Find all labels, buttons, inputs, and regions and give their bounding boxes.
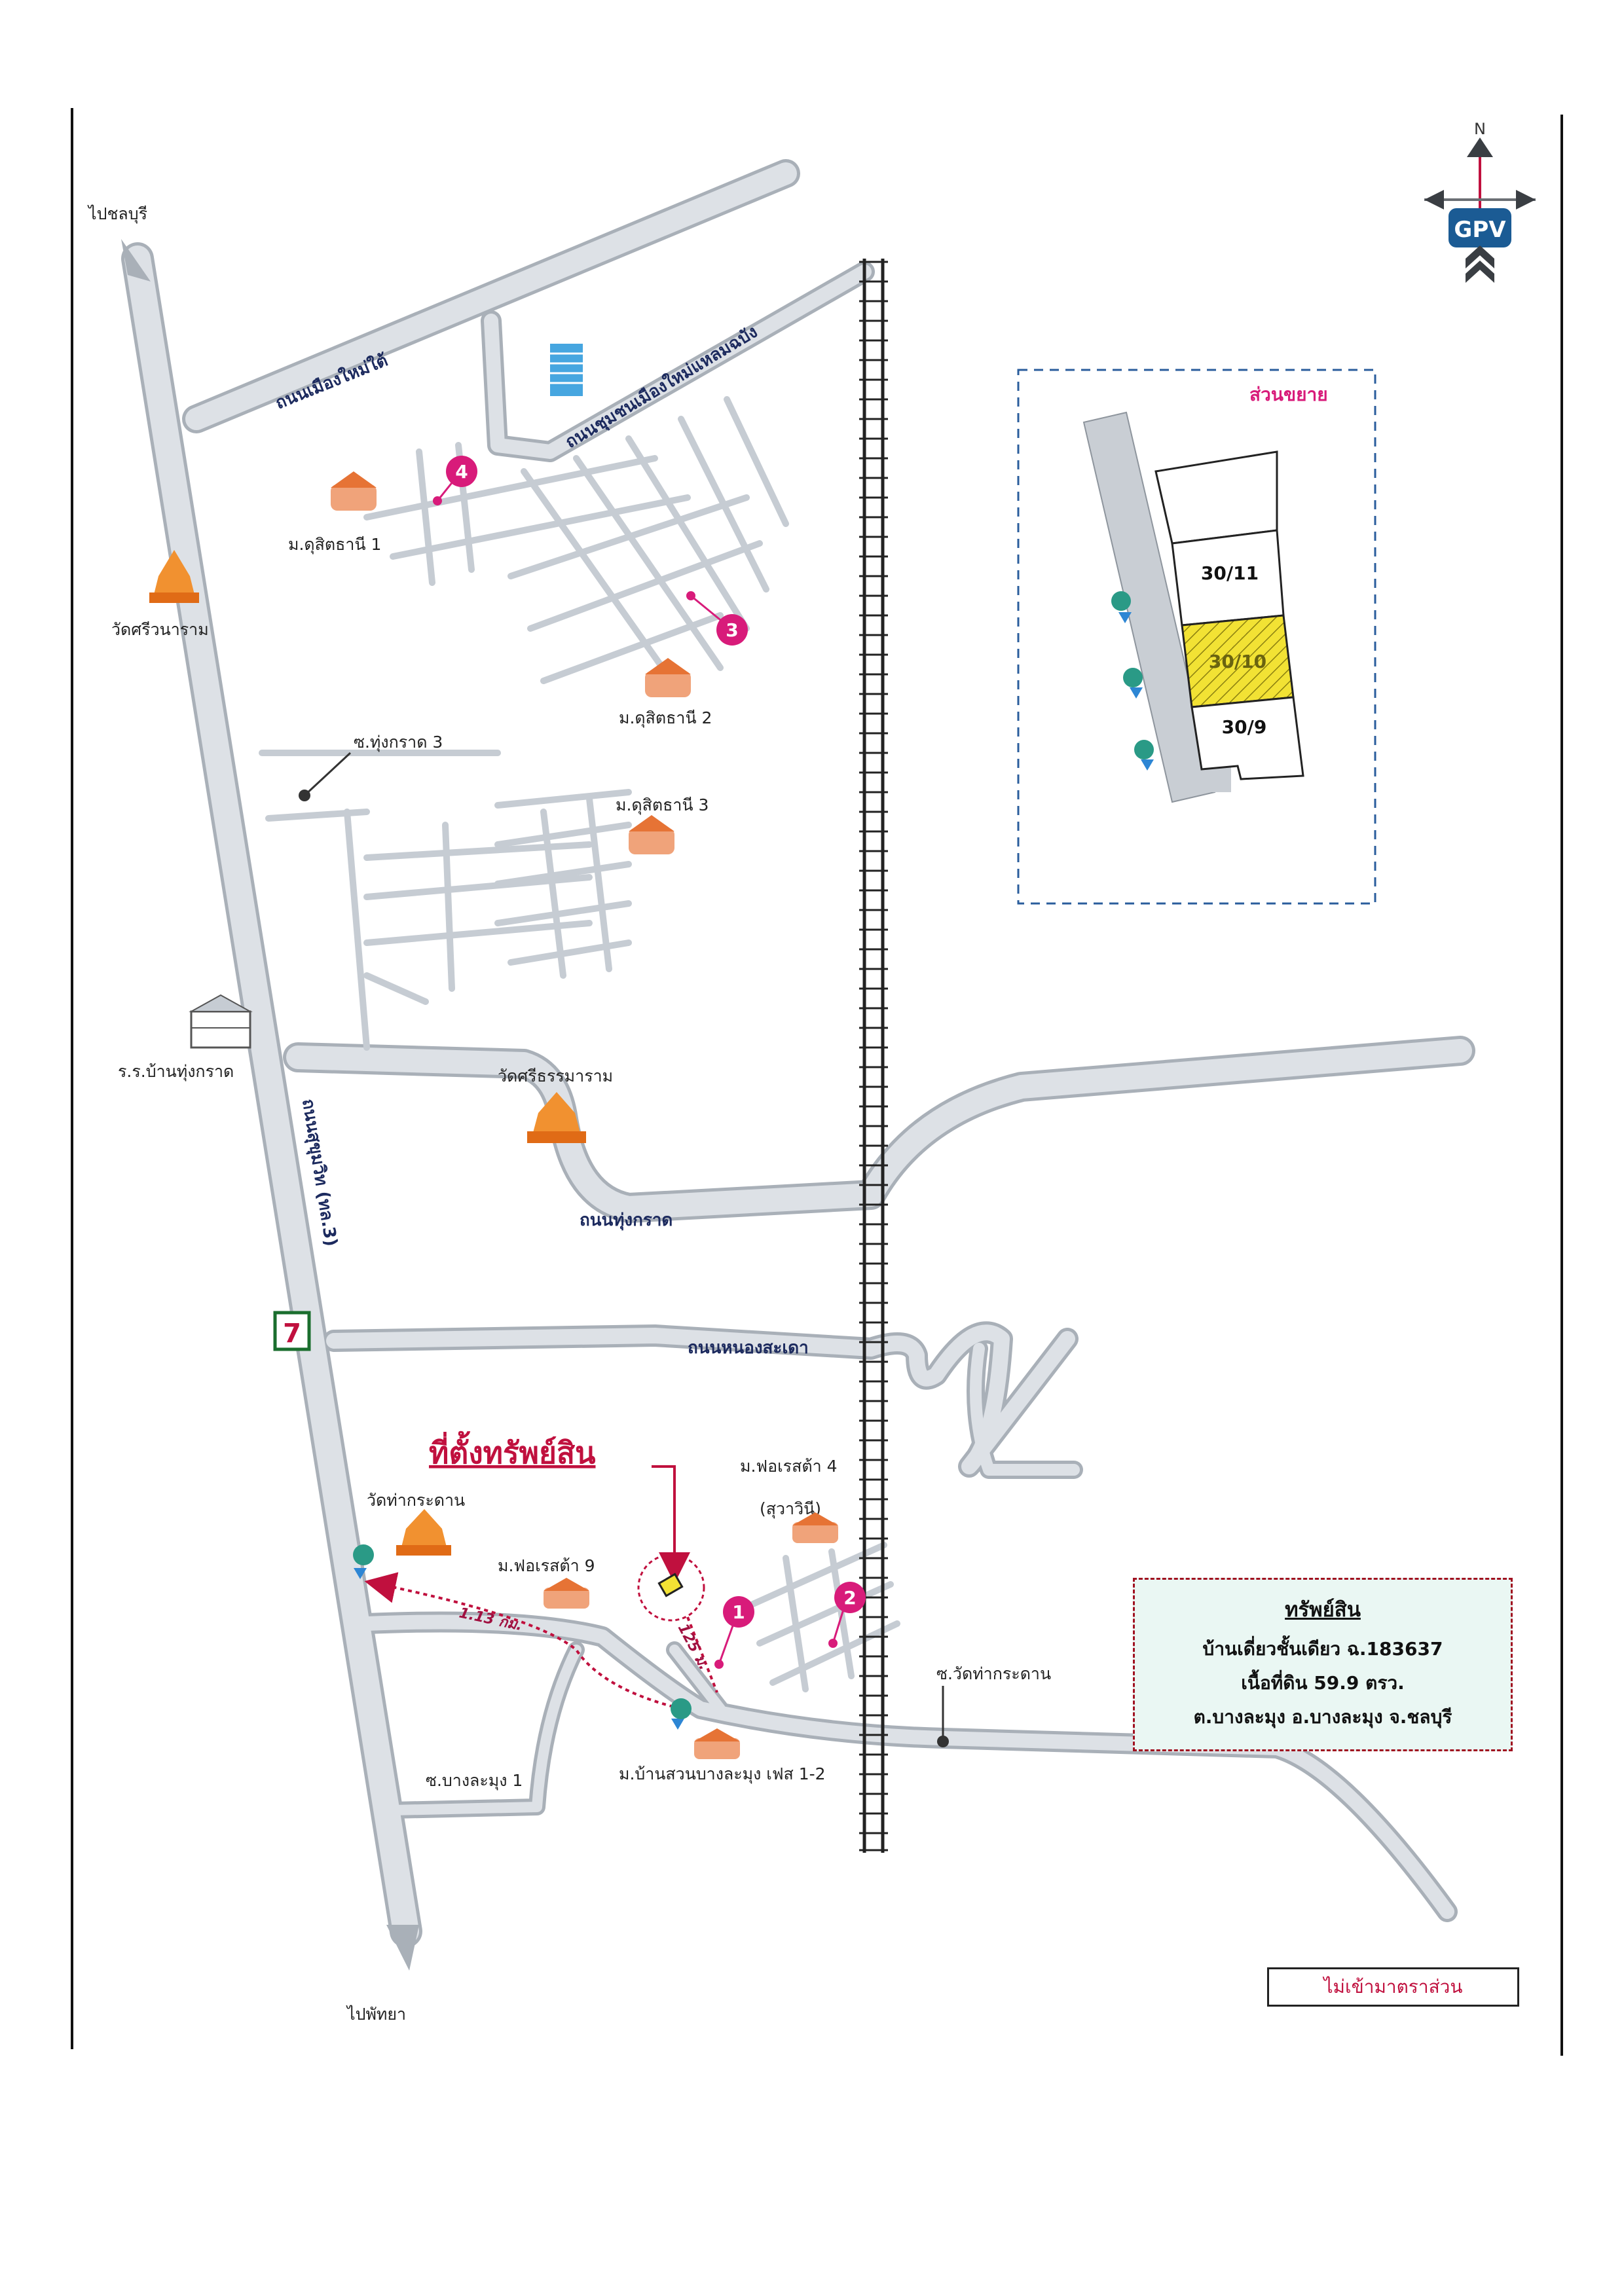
inset-enlarged-view: ส่วนขยาย 30/11 30/10 30/9: [1017, 369, 1376, 905]
school-icon: [189, 994, 253, 1049]
property-info-line2: เนื้อที่ดิน 59.9 ตรว.: [1241, 1672, 1405, 1694]
village-icon: [331, 471, 377, 511]
compass-logo-text: GPV: [1454, 217, 1506, 243]
place-label-wat-si-thammaram: วัดศรีธรรมาราม: [498, 1066, 613, 1085]
route-soi: [686, 1616, 718, 1693]
property-location-title: ที่ตั้งทรัพย์สิน: [429, 1430, 596, 1470]
compass-north-label: N: [1474, 120, 1486, 138]
marker-4: 4: [433, 456, 477, 505]
direction-south-label: ไปพัทยา: [346, 2005, 406, 2024]
inset-title: ส่วนขยาย: [1249, 384, 1328, 405]
railway: [859, 259, 888, 1853]
marker-1: 1: [714, 1596, 754, 1669]
marker-3-label: 3: [726, 619, 738, 641]
place-label-dusit-thani-2: ม.ดุสิตธานี 2: [619, 708, 712, 728]
road-label-nong-sa-tao: ถนนหนองสะเดา: [688, 1338, 809, 1358]
seven-eleven-sign: 7: [273, 1311, 311, 1351]
place-label-dusit-thani-3: ม.ดุสิตธานี 3: [616, 795, 709, 815]
property-info-line1: บ้านเดี่ยวชั้นเดียว ฉ.183637: [1202, 1638, 1443, 1660]
place-label-wat-si-wanaram: วัดศรีวนาราม: [111, 620, 209, 639]
property-symbol: [657, 1573, 684, 1597]
place-label-forest-9: ม.ฟอเรสต้า 9: [498, 1556, 595, 1575]
direction-north-label: ไปชลบุรี: [87, 204, 147, 224]
scale-note: ไม่เข้ามาตราส่วน: [1267, 1967, 1519, 2007]
inset-lot-lower: 30/9: [1222, 716, 1267, 738]
inset-pin: [1134, 740, 1154, 771]
property-info-box: ทรัพย์สิน บ้านเดี่ยวชั้นเดียว ฉ.183637 เ…: [1133, 1578, 1513, 1751]
inset-lot-upper: 30/11: [1201, 562, 1259, 584]
temple-icon: [527, 1092, 586, 1143]
marker-2: 2: [828, 1582, 866, 1648]
marker-4-label: 4: [455, 461, 468, 483]
road-label-thung-krat: ถนนทุ่งกราด: [580, 1211, 673, 1231]
place-label-wat-tha-kradan: วัดท่ากระดาน: [367, 1491, 465, 1510]
seven-eleven-number: 7: [283, 1319, 301, 1349]
inset-pin: [1123, 668, 1143, 699]
road-label-chumchon: ถนนชุมชนเมืองใหม่แหลมฉบัง: [562, 321, 762, 453]
south-arrow-head: [386, 1925, 419, 1971]
temple-icon: [396, 1509, 451, 1556]
compass-logo: N GPV: [1424, 120, 1536, 283]
route-main: [364, 1572, 682, 1710]
place-label-dusit-thani-1: ม.ดุสิตธานี 1: [288, 535, 381, 555]
junction-pin: [671, 1698, 692, 1730]
village-icon: [694, 1728, 740, 1759]
place-label-baan-suan: ม.บ้านสวนบางละมุง เฟส 1-2: [619, 1764, 826, 1784]
village-icon: [645, 658, 691, 697]
junction-pin: [353, 1544, 374, 1579]
inset-lot-subject: 30/10: [1209, 651, 1266, 672]
roads-fill: [124, 162, 1472, 1944]
property-info-heading: ทรัพย์สิน: [1285, 1598, 1361, 1622]
village-icon: [544, 1578, 589, 1609]
soi-label-bang-lamung-1: ซ.บางละมุง 1: [426, 1771, 523, 1791]
place-label-forest-4: ม.ฟอเรสต้า 4: [740, 1457, 838, 1476]
soi-label-wat-tha-kradan: ซ.วัดท่ากระดาน: [936, 1664, 1051, 1683]
inset-pin: [1111, 591, 1132, 623]
village-icon: [629, 815, 674, 854]
village-icon: [792, 1512, 838, 1543]
north-arrow-head: [121, 239, 151, 282]
temple-icon: [149, 550, 199, 603]
soi-label-thung-krat-3: ซ.ทุ่งกราด 3: [354, 733, 443, 752]
marker-3: 3: [686, 591, 748, 646]
property-info-line3: ต.บางละมุง อ.บางละมุง จ.ชลบุรี: [1193, 1706, 1452, 1728]
marker-1-label: 1: [732, 1601, 745, 1623]
property-circle: [637, 1554, 705, 1622]
property-pointer-arrow: [652, 1465, 690, 1584]
place-label-school: ร.ร.บ้านทุ่งกราด: [118, 1062, 234, 1082]
marker-2-label: 2: [843, 1587, 856, 1609]
building-icon: [550, 344, 583, 396]
